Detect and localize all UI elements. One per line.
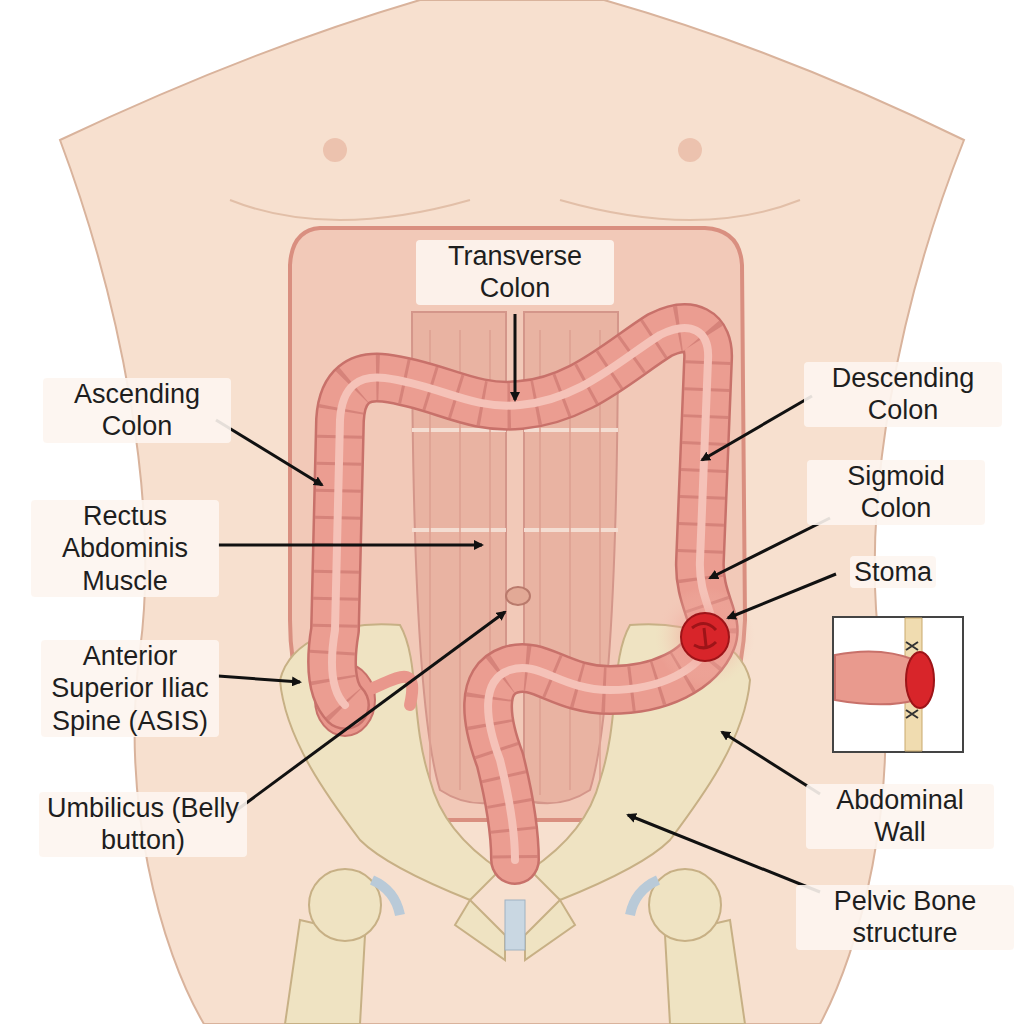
part-label: Ascending Colon <box>43 378 231 443</box>
part-label: Anterior Superior Iliac Spine (ASIS) <box>41 640 219 737</box>
part-label: Descending Colon <box>804 362 1002 427</box>
colon <box>315 328 714 860</box>
leader-lines <box>216 314 836 892</box>
part-label: Rectus Abdominis Muscle <box>31 500 219 597</box>
stoma <box>655 587 755 687</box>
part-label: Transverse Colon <box>416 240 614 305</box>
part-label: Abdominal Wall <box>806 784 994 849</box>
part-label: Umbilicus (Belly button) <box>39 792 247 857</box>
part-label: Sigmoid Colon <box>807 460 985 525</box>
part-label: Stoma <box>850 556 936 588</box>
stoma-inset <box>833 617 963 752</box>
part-label: Pelvic Bone structure <box>796 885 1014 950</box>
